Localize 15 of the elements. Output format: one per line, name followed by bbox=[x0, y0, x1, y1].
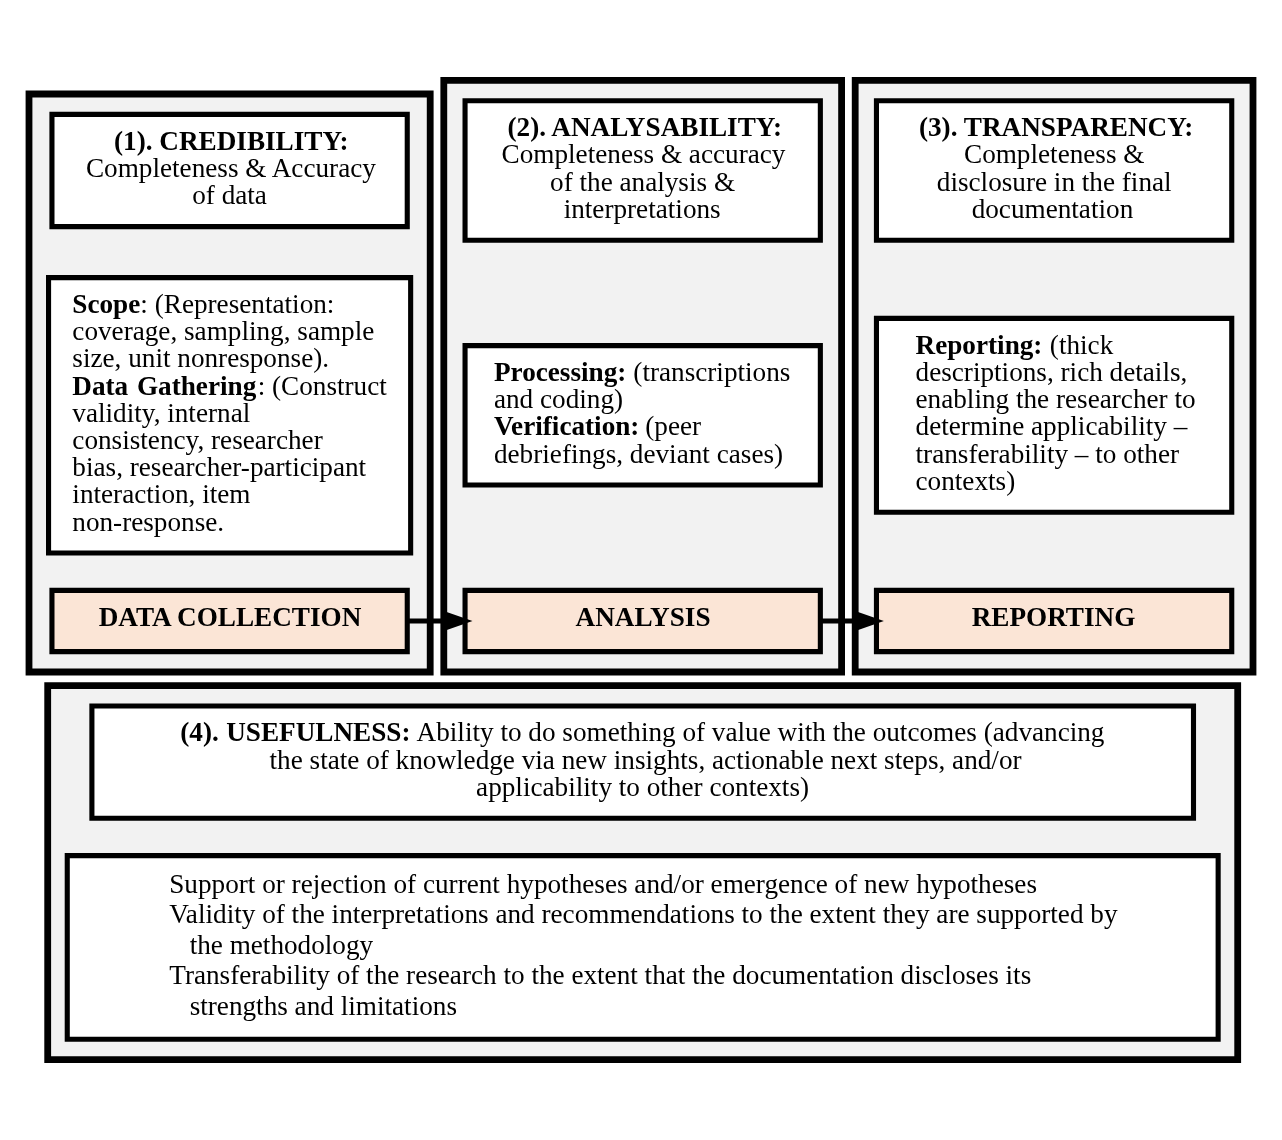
node-box: Processing: (transcriptions and coding) Verification: (peer debriefings, deviant cases) bbox=[462, 343, 823, 488]
arrow bbox=[821, 610, 884, 632]
node-box: (1). CREDIBILITY: Completeness & Accuracy of data bbox=[49, 111, 410, 230]
node-box: (4). USEFULNESS: Ability to do something of value with the outcomes (advancing the state of knowledge via new insights, actionable next steps, and/or applicability to other contexts) bbox=[89, 703, 1197, 821]
node-box: Reporting: (thick descriptions, rich details, enabling the researcher to determine applicability – transferability – to other contexts) bbox=[873, 315, 1235, 515]
node-box: Support or rejection of current hypotheses and/or emergence of new hypotheses Validity of the interpretations and recommendations to the extent they are supported by the methodology Transferability of the research to the extent that the documentation discloses its strengths and limitations bbox=[64, 853, 1221, 1042]
arrow bbox=[407, 610, 473, 632]
node-box: Scope: (Representation: coverage, sampling, sample size, unit nonresponse). Data Gathering: (Construct validity, internal consistency, researcher bias, researcher-participant interaction, item non-response. bbox=[46, 275, 414, 556]
node-box: (2). ANALYSABILITY: Completeness & accuracy of the analysis & interpretations bbox=[462, 98, 823, 243]
node-box: DATA COLLECTION bbox=[49, 587, 410, 655]
node-box: ANALYSIS bbox=[462, 587, 823, 655]
node-box: (3). TRANSPARENCY: Completeness & disclosure in the final documentation bbox=[873, 98, 1235, 243]
cluster bbox=[25, 90, 434, 676]
cluster bbox=[44, 682, 1242, 1063]
node-box: REPORTING bbox=[873, 587, 1235, 655]
